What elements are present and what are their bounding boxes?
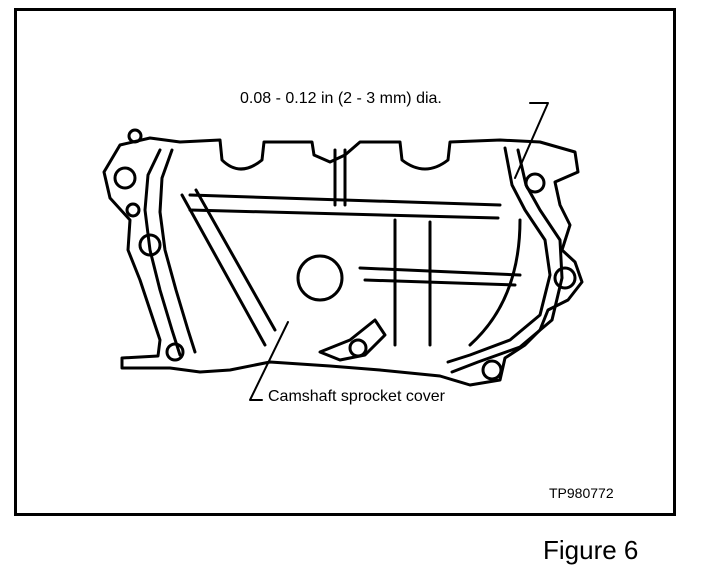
bolt-hole (524, 172, 546, 194)
bolt-hole (127, 128, 143, 144)
gasket-groove-right (446, 146, 552, 364)
bolt-hole (138, 233, 162, 257)
bolt-hole (481, 359, 503, 381)
reference-code: TP980772 (549, 485, 614, 501)
gasket-groove-left-inner (158, 148, 197, 354)
cover-outline (102, 136, 584, 387)
rib-diagonal-2 (194, 188, 277, 332)
bolt-hole (348, 338, 368, 358)
figure-caption: Figure 6 (543, 535, 639, 565)
rib-horizontal-2 (363, 278, 517, 287)
rib-right-curve (468, 218, 522, 347)
rib-top-2 (188, 208, 500, 220)
dimension-leader (514, 102, 549, 179)
bolt-hole (125, 202, 141, 218)
rib-horizontal (358, 266, 522, 277)
figure-frame (14, 8, 676, 516)
gasket-groove-right-inner (450, 148, 564, 374)
gasket-groove-left (143, 148, 182, 357)
camshaft-bore (296, 254, 344, 302)
bolt-hole (113, 166, 137, 190)
lower-bracket (318, 318, 387, 362)
stud-boss (333, 148, 347, 207)
bolt-hole (553, 266, 577, 290)
rib-diagonal (180, 193, 267, 347)
bolt-hole (165, 342, 185, 362)
part-leader (249, 321, 289, 401)
part-callout: Camshaft sprocket cover (268, 388, 445, 405)
dimension-callout: 0.08 - 0.12 in (2 - 3 mm) dia. (240, 90, 442, 107)
